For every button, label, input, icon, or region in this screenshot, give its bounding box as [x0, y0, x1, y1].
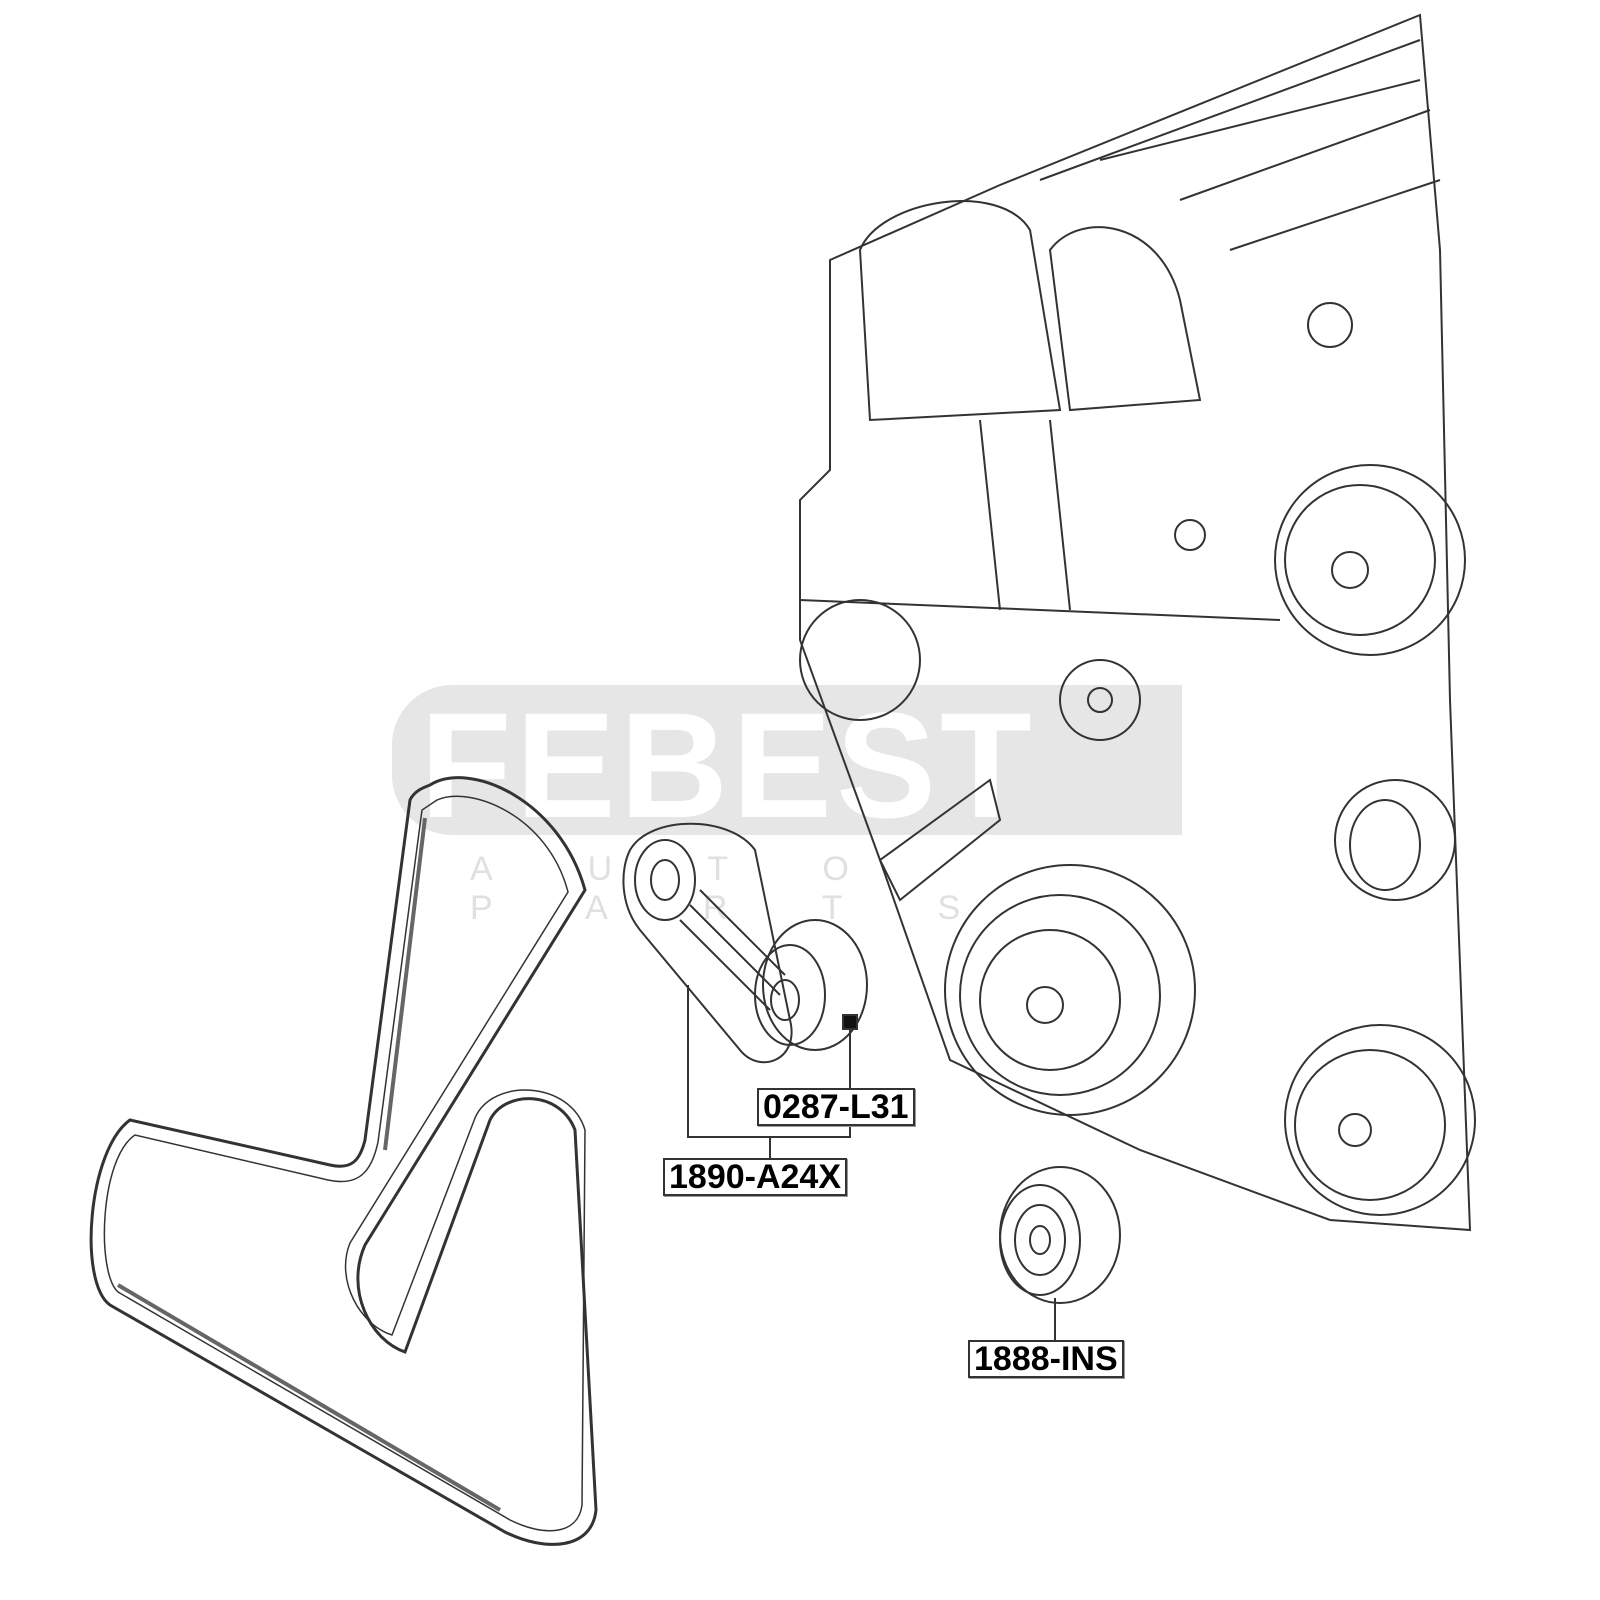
watermark-band — [392, 685, 1182, 835]
part-label-1888-INS: 1888-INS — [968, 1340, 1124, 1378]
part-label-1890-A24X: 1890-A24X — [663, 1158, 848, 1196]
belt-tensioner — [622, 822, 793, 1064]
idler-pulley — [999, 1166, 1121, 1304]
part-label-0287-L31: 0287-L31 — [757, 1088, 915, 1126]
leader-lines — [687, 985, 851, 1158]
engine — [799, 13, 1476, 1232]
watermark-logo: FEBEST — [420, 681, 1036, 849]
watermark-tagline: AUTO PARTS — [470, 850, 1056, 927]
drive-belt — [89, 776, 598, 1546]
tensioner-pulley — [754, 919, 868, 1051]
